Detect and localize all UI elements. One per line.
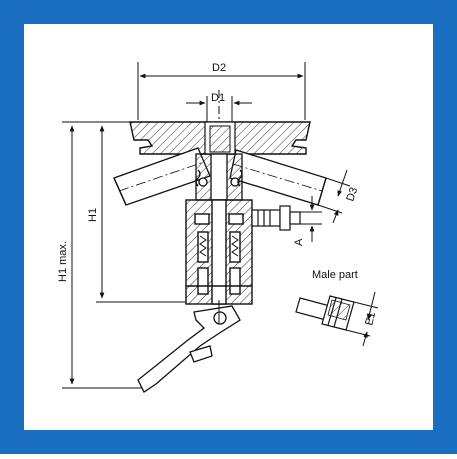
dimension-d2 [137,62,306,120]
dimension-d3 [317,169,351,224]
label-d1: D1 [211,92,225,104]
dimension-a [300,196,322,242]
dimension-h1-max [62,121,142,389]
left-tube [113,147,211,206]
label-a: A [293,238,305,246]
label-h1: H1 [87,208,99,222]
label-d3: D3 [344,186,360,203]
top-flange [129,121,311,155]
lever-handle [137,300,241,393]
label-e1: E1 [363,311,378,327]
male-part-fitting [295,295,355,331]
label-male-part: Male part [312,269,358,281]
label-h1-max: H1 max. [57,241,69,282]
dimension-e1 [345,291,379,347]
lower-valve-body [185,199,253,305]
side-fitting [251,205,301,231]
label-d2: D2 [212,62,226,74]
upper-valve-body [195,153,243,201]
